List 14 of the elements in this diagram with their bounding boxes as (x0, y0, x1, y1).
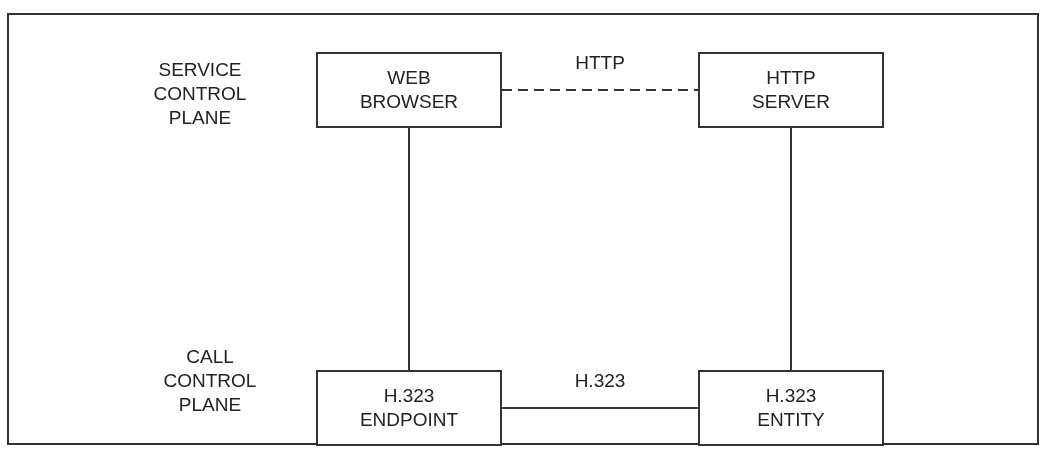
component-box (698, 52, 884, 128)
connector-line (501, 407, 699, 409)
box-label: WEB BROWSER (358, 66, 460, 114)
component-box (698, 370, 884, 446)
box-label: HTTP SERVER (751, 66, 831, 114)
component-box (316, 370, 502, 446)
dashed-connector (501, 89, 699, 91)
connector-line (408, 127, 410, 371)
box-label: H.323 ENDPOINT (358, 384, 460, 432)
box-label: H.323 ENTITY (756, 384, 826, 432)
plane-label: SERVICE CONTROL PLANE (152, 58, 248, 130)
component-box (316, 52, 502, 128)
connector-line (790, 127, 792, 371)
plane-label: CALL CONTROL PLANE (162, 345, 258, 417)
